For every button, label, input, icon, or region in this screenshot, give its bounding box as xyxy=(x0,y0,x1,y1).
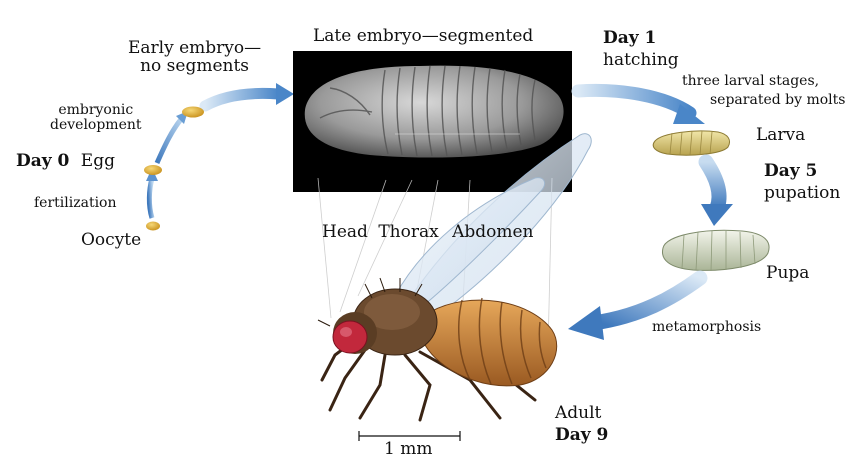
segment-labels: Head Thorax Abdomen xyxy=(322,224,534,242)
arrow-egg-to-blastoderm xyxy=(157,111,188,163)
arrow-early-to-late-embryo xyxy=(205,83,294,106)
day5-pupation-label: Day 5 pupation xyxy=(764,163,840,203)
day0-label: Day 0 xyxy=(16,151,69,171)
day5-label: Day 5 xyxy=(764,163,840,181)
pupation-label: pupation xyxy=(764,185,840,203)
adult-day9-label: Adult Day 9 xyxy=(555,405,608,445)
arrow-oocyte-to-egg xyxy=(146,168,158,218)
oocyte-label: Oocyte xyxy=(81,232,141,250)
arrow-pupation xyxy=(701,162,733,226)
larva-shape xyxy=(653,131,729,155)
oocyte-shape xyxy=(146,222,160,231)
larval-stages-line2: separated by molts xyxy=(710,93,845,108)
larva-label: Larva xyxy=(756,127,805,145)
fertilization-label: fertilization xyxy=(34,196,117,211)
head-label: Head xyxy=(322,222,368,242)
embryonic-development-line2: development xyxy=(50,118,142,133)
embryonic-development-label: embryonic development xyxy=(50,103,142,132)
thorax-label: Thorax xyxy=(378,222,438,242)
early-embryo-label: Early embryo— no segments xyxy=(128,40,261,76)
larval-stages-label: three larval stages, separated by molts xyxy=(682,74,845,107)
day9-label: Day 9 xyxy=(555,427,608,445)
day0-egg-label: Day 0 Egg xyxy=(16,153,115,171)
metamorphosis-label: metamorphosis xyxy=(652,320,761,335)
abdomen-label: Abdomen xyxy=(452,222,533,242)
day1-hatching-label: Day 1 hatching xyxy=(603,30,679,70)
late-embryo-label: Late embryo—segmented xyxy=(313,28,533,46)
egg-shape xyxy=(144,165,162,175)
adult-label: Adult xyxy=(555,405,608,423)
hatching-label: hatching xyxy=(603,52,679,70)
larval-stages-line1: three larval stages, xyxy=(682,74,845,89)
early-embryo-shape xyxy=(182,107,204,118)
pupa-shape xyxy=(662,230,769,271)
early-embryo-line2: no segments xyxy=(128,58,261,76)
scale-bar-label: 1 mm xyxy=(384,441,432,459)
pupa-label: Pupa xyxy=(766,265,809,283)
embryonic-development-line1: embryonic xyxy=(50,103,142,118)
day1-label: Day 1 xyxy=(603,30,679,48)
egg-label: Egg xyxy=(81,151,115,171)
